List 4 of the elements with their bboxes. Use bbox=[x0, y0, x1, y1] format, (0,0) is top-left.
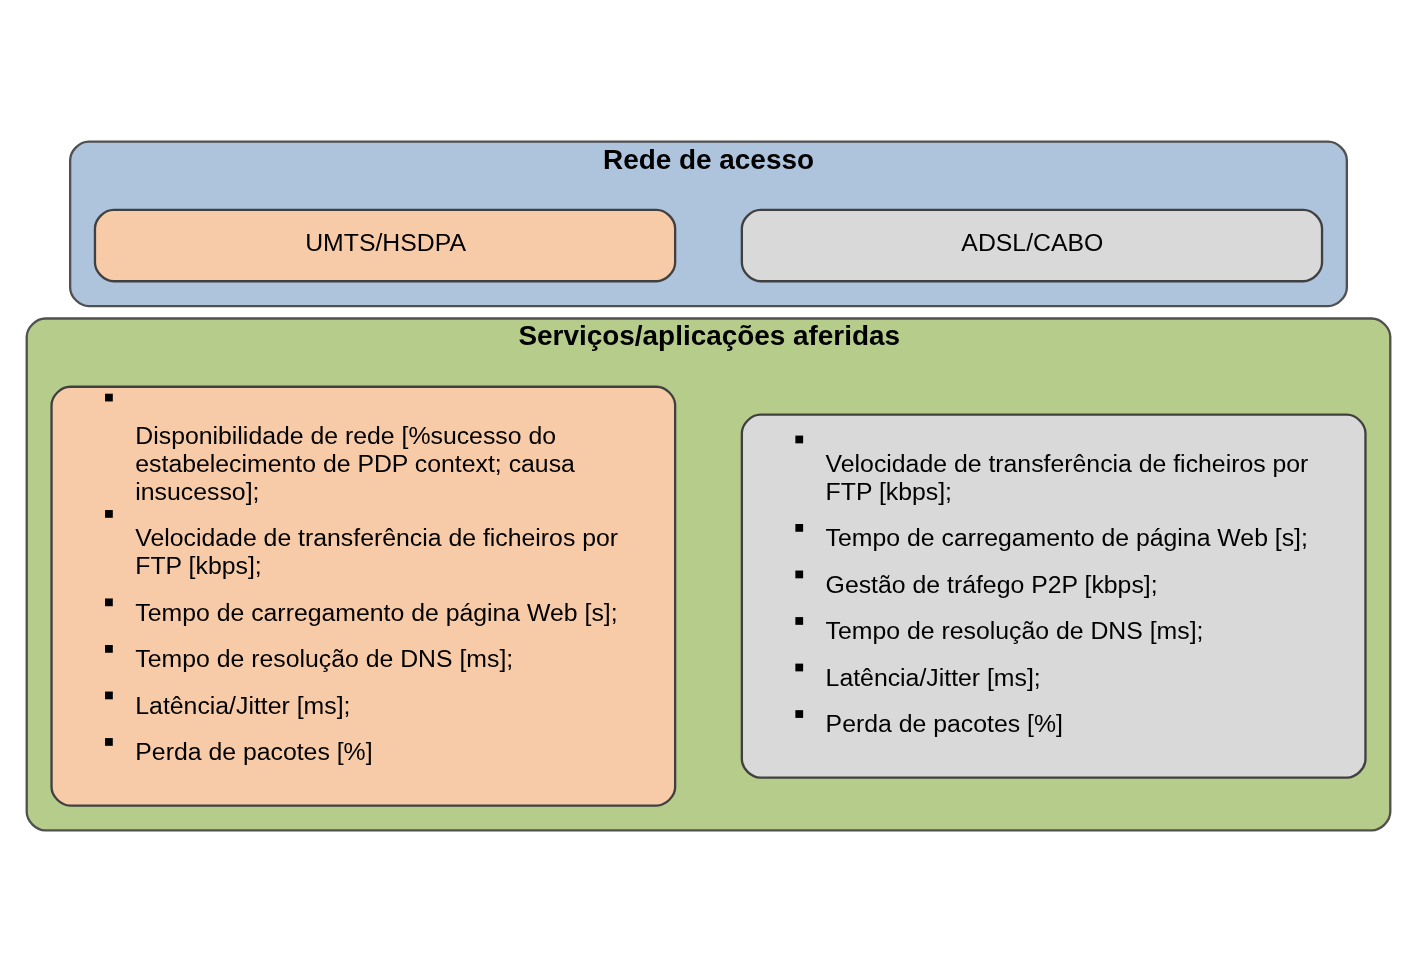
node-box: ADSL/CABO bbox=[740, 208, 1324, 283]
node-box: Disponibilidade de rede [%sucesso do estabelecimento de PDP context; causa insucesso]; Velocidade de transferência de ficheiros por FTP [kbps]; Tempo de carregamento de página Web [s]; Tempo de resolução de DNS [ms]; Latência/Jitter [ms]; Perda de pacotes [%] bbox=[50, 385, 677, 807]
node-box: UMTS/HSDPA bbox=[93, 208, 677, 283]
node-box: Velocidade de transferência de ficheiros por FTP [kbps]; Tempo de carregamento de página Web [s]; Gestão de tráfego P2P [kbps]; Tempo de resolução de DNS [ms]; Latência/Jitter [ms]; Perda de pacotes [%] bbox=[740, 413, 1367, 779]
